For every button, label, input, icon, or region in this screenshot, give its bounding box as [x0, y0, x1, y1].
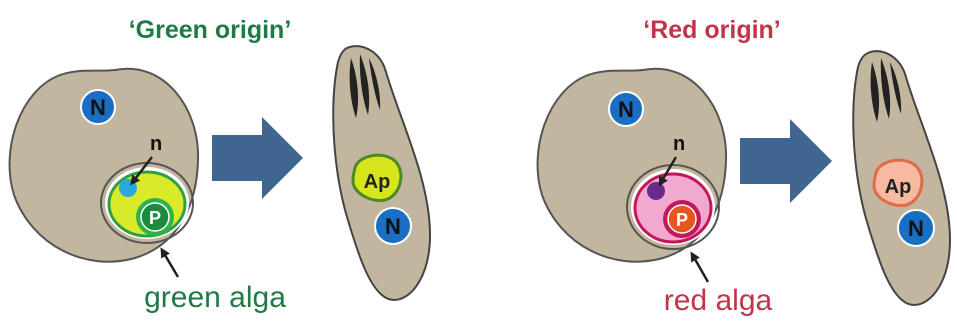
host-nucleus: N: [609, 92, 643, 126]
alga-pointer-arrow-red: [692, 254, 708, 282]
panel-red-origin: ‘Red origin’ N P n red alga: [538, 16, 950, 317]
parasite-nucleus-label-red: N: [908, 216, 924, 241]
host-nucleus-label: N: [618, 97, 634, 122]
alga-label-red: red alga: [664, 284, 773, 317]
parasite-green: Ap N: [333, 46, 430, 300]
plastid-label-red: P: [676, 210, 688, 230]
apicoplast-green: Ap: [353, 155, 401, 200]
plastid-label-green: P: [149, 208, 161, 228]
alga-nucleus-label-red: n: [673, 133, 685, 155]
host-nucleus-label: N: [90, 95, 106, 120]
panel-title-green: ‘Green origin’: [129, 16, 292, 44]
panel-green-origin: ‘Green origin’ N P n green alga: [10, 16, 430, 314]
apicoplast-red: Ap: [874, 160, 922, 205]
parasite-nucleus-label-green: N: [385, 214, 401, 239]
host-nucleus: N: [81, 90, 115, 124]
panel-title-red: ‘Red origin’: [643, 16, 781, 44]
parasite-nucleus-green: N: [375, 208, 411, 244]
apicoplast-label-green: Ap: [364, 171, 391, 193]
alga-nucleus-red: [647, 182, 665, 200]
transition-arrow-red: [740, 119, 832, 203]
apicoplast-label-red: Ap: [885, 176, 912, 198]
alga-label-green: green alga: [144, 281, 286, 314]
parasite-nucleus-red: N: [898, 210, 934, 246]
alga-pointer-arrow-green: [162, 250, 178, 277]
green-alga: P: [101, 163, 193, 243]
alga-nucleus-label-green: n: [150, 133, 162, 155]
parasite-red: Ap N: [853, 51, 950, 305]
red-alga: P: [627, 165, 719, 249]
plastid-red: P: [663, 200, 701, 238]
transition-arrow-green: [212, 117, 303, 199]
plastid-green: P: [136, 198, 174, 236]
